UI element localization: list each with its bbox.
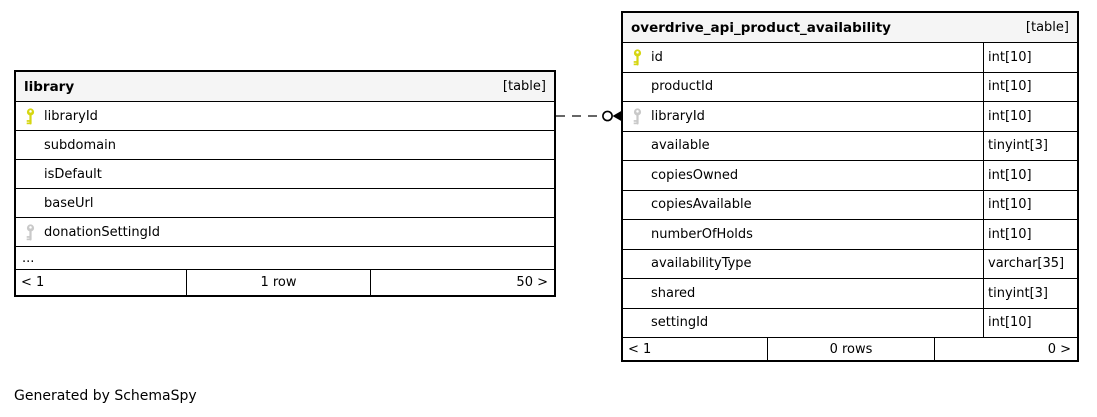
key-spacer: [623, 73, 651, 102]
generated-by-text: Generated by SchemaSpy: [14, 388, 197, 404]
column-type: tinyint[3]: [983, 279, 1077, 308]
key-spacer: [623, 191, 651, 220]
table-node-library[interactable]: library [table] libraryId subdomain isDefa…: [14, 70, 556, 297]
primary-key-icon: [623, 43, 651, 72]
column-row-available: available tinyint[3]: [623, 131, 1077, 161]
ellipsis-row: ...: [16, 247, 554, 270]
table-header: library [table]: [16, 72, 554, 102]
key-glyph: [633, 49, 641, 66]
pager-prev: < 1: [16, 270, 187, 295]
column-row-shared: shared tinyint[3]: [623, 279, 1077, 309]
column-name: copiesAvailable: [651, 197, 752, 213]
open-circle-endpoint: [602, 110, 613, 122]
column-type: int[10]: [983, 43, 1077, 72]
column-row-productId: productId int[10]: [623, 72, 1077, 102]
table-type-label: [table]: [1025, 20, 1069, 35]
column-row-libraryId: libraryId: [16, 102, 554, 131]
column-type: tinyint[3]: [983, 131, 1077, 160]
column-name: copiesOwned: [651, 167, 739, 183]
table-footer: < 1 1 row 50 >: [16, 270, 554, 295]
key-spacer: [16, 160, 44, 188]
table-footer: < 1 0 rows 0 >: [623, 338, 1077, 360]
column-name: subdomain: [44, 137, 116, 153]
pager-prev: < 1: [623, 338, 768, 360]
column-row-libraryId: libraryId int[10]: [623, 102, 1077, 132]
column-type: int[10]: [983, 220, 1077, 249]
column-list: libraryId subdomain isDefault baseUrl donati…: [16, 102, 554, 270]
key-spacer: [623, 132, 651, 161]
column-type: varchar[35]: [983, 249, 1077, 278]
column-name: shared: [651, 285, 696, 301]
arrowhead-icon: [612, 110, 623, 122]
table-name[interactable]: library: [24, 78, 75, 95]
column-name: donationSettingId: [44, 224, 160, 240]
column-row-subdomain: subdomain: [16, 131, 554, 160]
key-spacer: [623, 250, 651, 279]
column-name: settingId: [651, 315, 709, 331]
column-row-settingId: settingId int[10]: [623, 308, 1077, 338]
table-header: overdrive_api_product_availability [tabl…: [623, 13, 1077, 43]
key-spacer: [623, 309, 651, 338]
key-glyph: [633, 108, 641, 125]
column-type: int[10]: [983, 102, 1077, 131]
primary-key-icon: [16, 102, 44, 130]
fk-relationship-connector: [556, 110, 623, 122]
column-row-copiesOwned: copiesOwned int[10]: [623, 161, 1077, 191]
column-name: available: [651, 138, 710, 154]
key-spacer: [623, 220, 651, 249]
column-name: libraryId: [44, 108, 98, 124]
table-type-label: [table]: [502, 79, 546, 94]
key-spacer: [16, 189, 44, 217]
row-count: 0 rows: [768, 338, 935, 360]
key-glyph: [26, 107, 34, 124]
pager-next: 50 >: [516, 275, 548, 290]
column-row-availabilityType: availabilityType varchar[35]: [623, 249, 1077, 279]
key-spacer: [623, 161, 651, 190]
column-row-copiesAvailable: copiesAvailable int[10]: [623, 190, 1077, 220]
column-name: productId: [651, 79, 714, 95]
foreign-key-icon: [623, 102, 651, 131]
foreign-key-icon: [16, 218, 44, 246]
key-spacer: [16, 131, 44, 159]
row-count: 1 row: [187, 270, 371, 295]
column-row-numberOfHolds: numberOfHolds int[10]: [623, 220, 1077, 250]
column-name: id: [651, 49, 663, 65]
column-type: int[10]: [983, 161, 1077, 190]
column-type: int[10]: [983, 308, 1077, 337]
table-node-overdrive-api-product-availability[interactable]: overdrive_api_product_availability [tabl…: [621, 11, 1079, 362]
key-spacer: [623, 279, 651, 308]
column-row-isDefault: isDefault: [16, 160, 554, 189]
column-row-donationSettingId: donationSettingId: [16, 218, 554, 247]
column-type: int[10]: [983, 190, 1077, 219]
pager-next: 0 >: [1047, 341, 1071, 357]
column-row-id: id int[10]: [623, 43, 1077, 73]
ellipsis-text: ...: [22, 250, 35, 266]
column-list: id int[10] productId int[10] libraryId int[10…: [623, 43, 1077, 338]
column-name: numberOfHolds: [651, 226, 753, 242]
column-name: availabilityType: [651, 256, 752, 272]
key-glyph: [26, 223, 34, 240]
column-name: libraryId: [651, 108, 705, 124]
column-name: isDefault: [44, 166, 102, 182]
column-type: int[10]: [983, 72, 1077, 101]
table-name[interactable]: overdrive_api_product_availability: [631, 19, 891, 36]
column-row-baseUrl: baseUrl: [16, 189, 554, 218]
column-name: baseUrl: [44, 195, 94, 211]
